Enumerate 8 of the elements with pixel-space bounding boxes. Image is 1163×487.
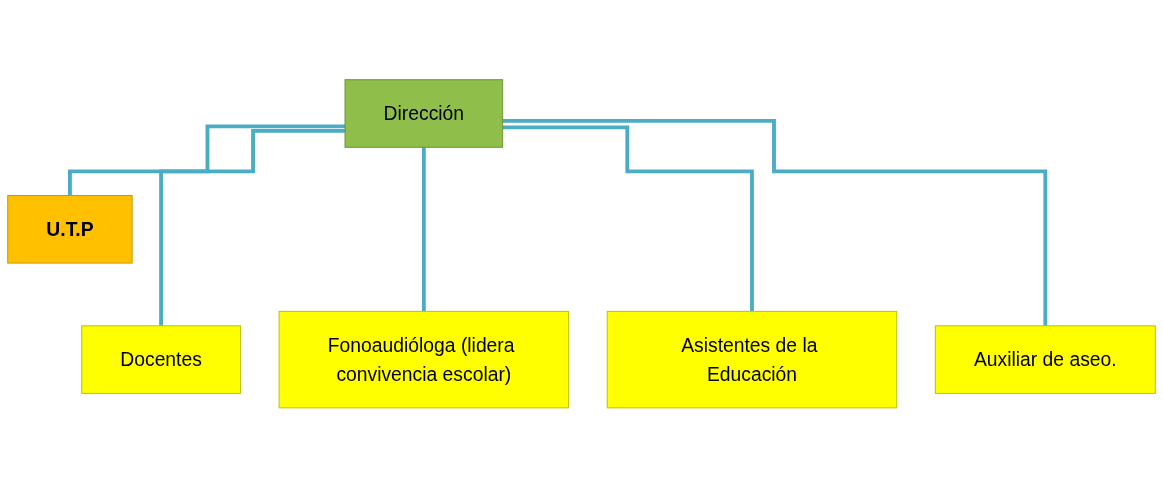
node-box: Docentes [81, 325, 241, 394]
node-box: Dirección [344, 78, 504, 148]
node-box: Fonoaudióloga (lidera convivencia escolar) [278, 310, 570, 409]
node-box: U.T.P [7, 194, 133, 264]
node-box: Asistentes de la Educación [606, 310, 898, 409]
connector [502, 125, 754, 313]
node-box: Auxiliar de aseo. [934, 325, 1156, 394]
connector [421, 145, 426, 313]
